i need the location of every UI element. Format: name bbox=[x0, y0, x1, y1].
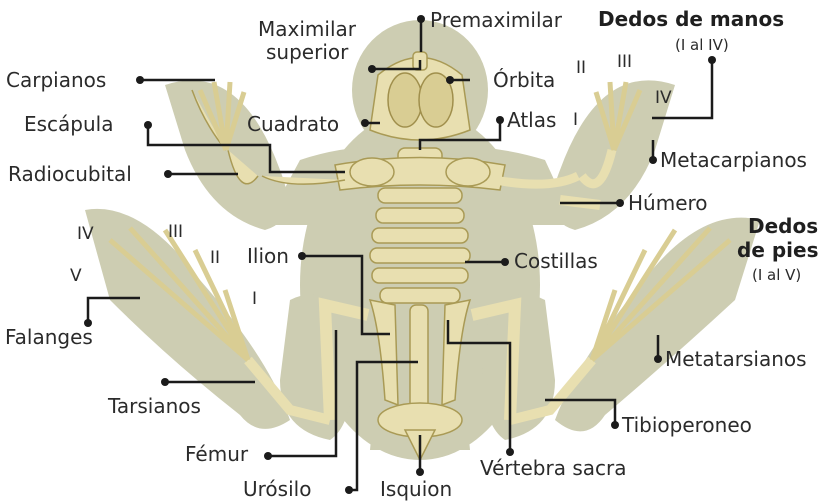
foot-numeral-5: V bbox=[70, 266, 82, 286]
label-femur: Fémur bbox=[185, 442, 249, 466]
label-maxilar: Maximilar bbox=[258, 17, 357, 41]
label-cuadrato: Cuadrato bbox=[247, 112, 339, 136]
label-radiocubital: Radiocubital bbox=[8, 162, 132, 186]
label-urosilo: Urósilo bbox=[243, 477, 311, 501]
header-pies-range: (I al V) bbox=[752, 266, 801, 284]
header-manos-range: (I al IV) bbox=[675, 36, 729, 54]
foot-numeral-4: IV bbox=[77, 224, 94, 244]
header-dedos-pies-1: Dedos bbox=[748, 214, 818, 238]
label-falanges: Falanges bbox=[5, 325, 93, 349]
label-atlas: Atlas bbox=[507, 108, 556, 132]
header-dedos-pies-2: de pies bbox=[737, 238, 818, 262]
label-vertebra-sacra: Vértebra sacra bbox=[480, 456, 626, 480]
label-metacarpianos: Metacarpianos bbox=[660, 148, 807, 172]
foot-numeral-1: I bbox=[252, 289, 257, 309]
hand-numeral-4: IV bbox=[655, 88, 672, 108]
label-carpianos: Carpianos bbox=[6, 68, 106, 92]
label-metatarsianos: Metatarsianos bbox=[665, 347, 807, 371]
hand-numeral-3: III bbox=[617, 52, 632, 72]
hand-numeral-2: II bbox=[576, 58, 586, 78]
label-tarsianos: Tarsianos bbox=[107, 394, 201, 418]
label-orbita: Órbita bbox=[493, 68, 555, 92]
shoulder-girdle bbox=[335, 158, 505, 191]
foot-numeral-2: II bbox=[210, 248, 220, 268]
hand-numeral-1: I bbox=[573, 110, 578, 130]
header-dedos-manos: Dedos de manos bbox=[598, 7, 784, 31]
label-tibioperoneo: Tibioperoneo bbox=[621, 413, 752, 437]
label-premaxilar: Premaximilar bbox=[430, 8, 563, 32]
label-maxilar-superior: superior bbox=[266, 40, 349, 64]
label-escapula: Escápula bbox=[24, 112, 114, 136]
label-isquion: Isquion bbox=[380, 477, 452, 501]
label-humero: Húmero bbox=[628, 191, 708, 215]
foot-numeral-3: III bbox=[168, 222, 183, 242]
label-costillas: Costillas bbox=[514, 249, 598, 273]
label-ilion: Ilion bbox=[247, 244, 289, 268]
